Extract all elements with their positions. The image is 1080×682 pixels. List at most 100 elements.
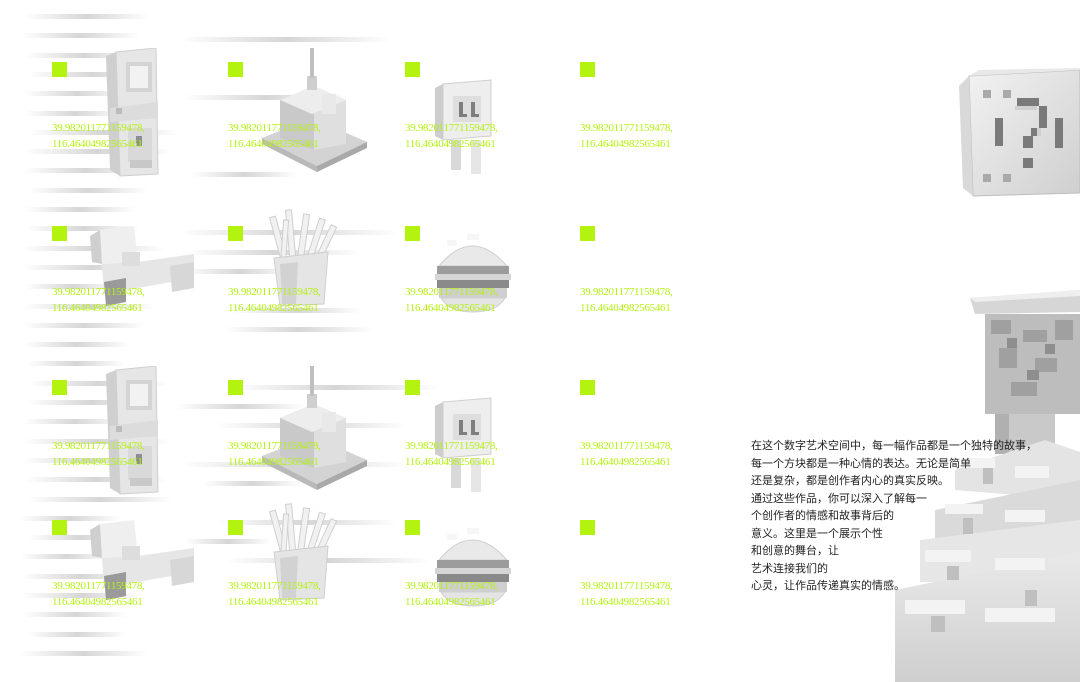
background-line — [25, 52, 141, 58]
arcade-cabinet-icon[interactable] — [86, 365, 176, 500]
plug-socket-icon[interactable] — [425, 70, 505, 184]
longitude-text: 116.46404982565461 — [228, 596, 319, 608]
background-line — [21, 573, 142, 579]
question-block-icon[interactable] — [955, 68, 1080, 198]
burger-icon[interactable] — [427, 226, 517, 320]
latitude-text: 39.982011771159478, — [52, 286, 145, 298]
background-line — [23, 457, 149, 463]
background-line — [23, 419, 127, 425]
green-square-marker — [228, 62, 243, 77]
longitude-text: 116.46404982565461 — [52, 302, 143, 314]
french-fries-icon[interactable] — [258, 208, 348, 312]
background-line — [27, 226, 139, 232]
background-line — [184, 95, 349, 101]
background-line — [191, 172, 298, 178]
background-line — [24, 303, 155, 309]
grid-cell[interactable]: 39.982011771159478,116.46404982565461 — [228, 503, 398, 660]
grid-cell[interactable]: 39.982011771159478, 116.46404982565461 — [52, 226, 222, 366]
latitude-text: 39.982011771159478, — [52, 580, 145, 592]
background-line — [29, 187, 147, 193]
background-line — [183, 268, 297, 274]
background-line — [24, 91, 130, 97]
factory-building-icon[interactable] — [252, 364, 372, 498]
longitude-text: 116.46404982565461 — [580, 302, 671, 314]
longitude-text: 116.46404982565461 — [228, 138, 319, 150]
grid-cell[interactable]: 39.982011771159478, 116.46404982565461 — [52, 520, 222, 660]
green-square-marker — [405, 226, 420, 241]
background-line — [24, 110, 126, 116]
background-line — [27, 71, 158, 77]
coordinate-label: 39.982011771159478,116.46404982565461 — [228, 284, 321, 316]
green-square-marker — [405, 380, 420, 395]
latitude-text: 39.982011771159478, — [228, 122, 321, 134]
grid-cell[interactable]: 39.982011771159478,116.46404982565461 — [228, 209, 398, 366]
longitude-text: 116.46404982565461 — [405, 456, 496, 468]
background-line — [20, 515, 120, 521]
description-line: 个创作者的情感和故事背后的 — [751, 509, 894, 522]
description-line: 在这个数字艺术空间中，每一幅作品都是一个独特的故事， — [751, 439, 1037, 452]
description-line: 和创意的舞台，让 — [751, 544, 839, 557]
longitude-text: 116.46404982565461 — [580, 456, 671, 468]
grid-cell[interactable]: 39.982011771159478,116.46404982565461 — [405, 226, 575, 366]
background-line — [22, 33, 140, 39]
latitude-text: 39.982011771159478, — [52, 440, 145, 452]
background-line — [24, 149, 172, 155]
grid-cell[interactable]: 39.982011771159478, 116.46404982565461 — [52, 365, 222, 520]
green-square-marker — [580, 226, 595, 241]
coordinate-label: 39.982011771159478, 116.46404982565461 — [52, 578, 145, 610]
grid-cell[interactable]: 39.982011771159478, 116.46404982565461 — [52, 47, 222, 202]
green-square-marker — [52, 62, 67, 77]
grid-cell[interactable]: 39.982011771159478, 116.46404982565461 — [580, 226, 750, 366]
latitude-text: 39.982011771159478, — [228, 440, 321, 452]
longitude-text: 116.46404982565461 — [228, 456, 319, 468]
grid-cell[interactable]: 39.982011771159478, 116.46404982565461 — [228, 366, 398, 520]
green-square-marker — [580, 380, 595, 395]
coordinate-label: 39.982011771159478, 116.46404982565461 — [405, 438, 498, 470]
longitude-text: 116.46404982565461 — [52, 138, 143, 150]
background-line — [24, 322, 145, 328]
background-line — [20, 554, 113, 560]
latitude-text: 39.982011771159478, — [228, 286, 321, 298]
grid-cell[interactable]: 39.982011771159478, 116.46404982565461 — [405, 520, 575, 660]
latitude-text: 39.982011771159478, — [405, 580, 498, 592]
grid-cell[interactable]: 39.982011771159478, 116.46404982565461 — [405, 380, 575, 520]
longitude-text: 116.46404982565461 — [405, 596, 496, 608]
pixel-statue-icon[interactable] — [895, 290, 1080, 682]
grid-cell[interactable]: 39.982011771159478, 116.46404982565461 — [228, 48, 398, 202]
description-line: 心灵，让作品传递真实的情感。 — [751, 579, 905, 592]
factory-building-icon[interactable] — [252, 46, 372, 180]
background-line — [24, 284, 120, 290]
background-line — [20, 650, 148, 656]
background-line — [27, 361, 126, 367]
green-square-marker — [52, 520, 67, 535]
background-line — [22, 438, 171, 444]
grid-cell[interactable]: 39.982011771159478,116.46404982565461 — [580, 520, 750, 660]
french-fries-icon[interactable] — [258, 502, 348, 606]
latitude-text: 39.982011771159478, — [580, 286, 673, 298]
longitude-text: 116.46404982565461 — [405, 138, 496, 150]
green-square-marker — [228, 520, 243, 535]
description-line: 还是复杂，都是创作者内心的真实反映。 — [751, 474, 949, 487]
background-line — [27, 631, 127, 637]
background-line — [176, 404, 305, 409]
description-line: 艺术连接我们的 — [751, 561, 828, 575]
coordinate-label: 39.982011771159478, 116.46404982565461 — [52, 120, 145, 152]
background-line — [23, 612, 128, 618]
burger-icon[interactable] — [427, 520, 517, 614]
longitude-text: 116.46404982565461 — [580, 138, 671, 150]
longitude-text: 116.46404982565461 — [52, 456, 143, 468]
plug-socket-icon[interactable] — [425, 388, 505, 502]
sofa-chair-icon[interactable] — [82, 516, 202, 610]
latitude-text: 39.982011771159478, — [52, 122, 145, 134]
arcade-cabinet-icon[interactable] — [86, 47, 176, 182]
sofa-chair-icon[interactable] — [82, 222, 202, 316]
grid-cell[interactable]: 39.982011771159478,116.46404982565461 — [405, 62, 575, 202]
description-line: 通过这些作品，你可以深入了解每一 — [751, 491, 927, 505]
background-line — [29, 129, 178, 135]
coordinate-label: 39.982011771159478,116.46404982565461 — [580, 438, 673, 470]
longitude-text: 116.46404982565461 — [52, 596, 143, 608]
grid-cell[interactable]: 39.982011771159478,116.46404982565461 — [580, 62, 750, 202]
grid-cell[interactable]: 39.982011771159478,116.46404982565461 — [580, 380, 750, 520]
latitude-text: 39.982011771159478, — [405, 440, 498, 452]
green-square-marker — [580, 520, 595, 535]
